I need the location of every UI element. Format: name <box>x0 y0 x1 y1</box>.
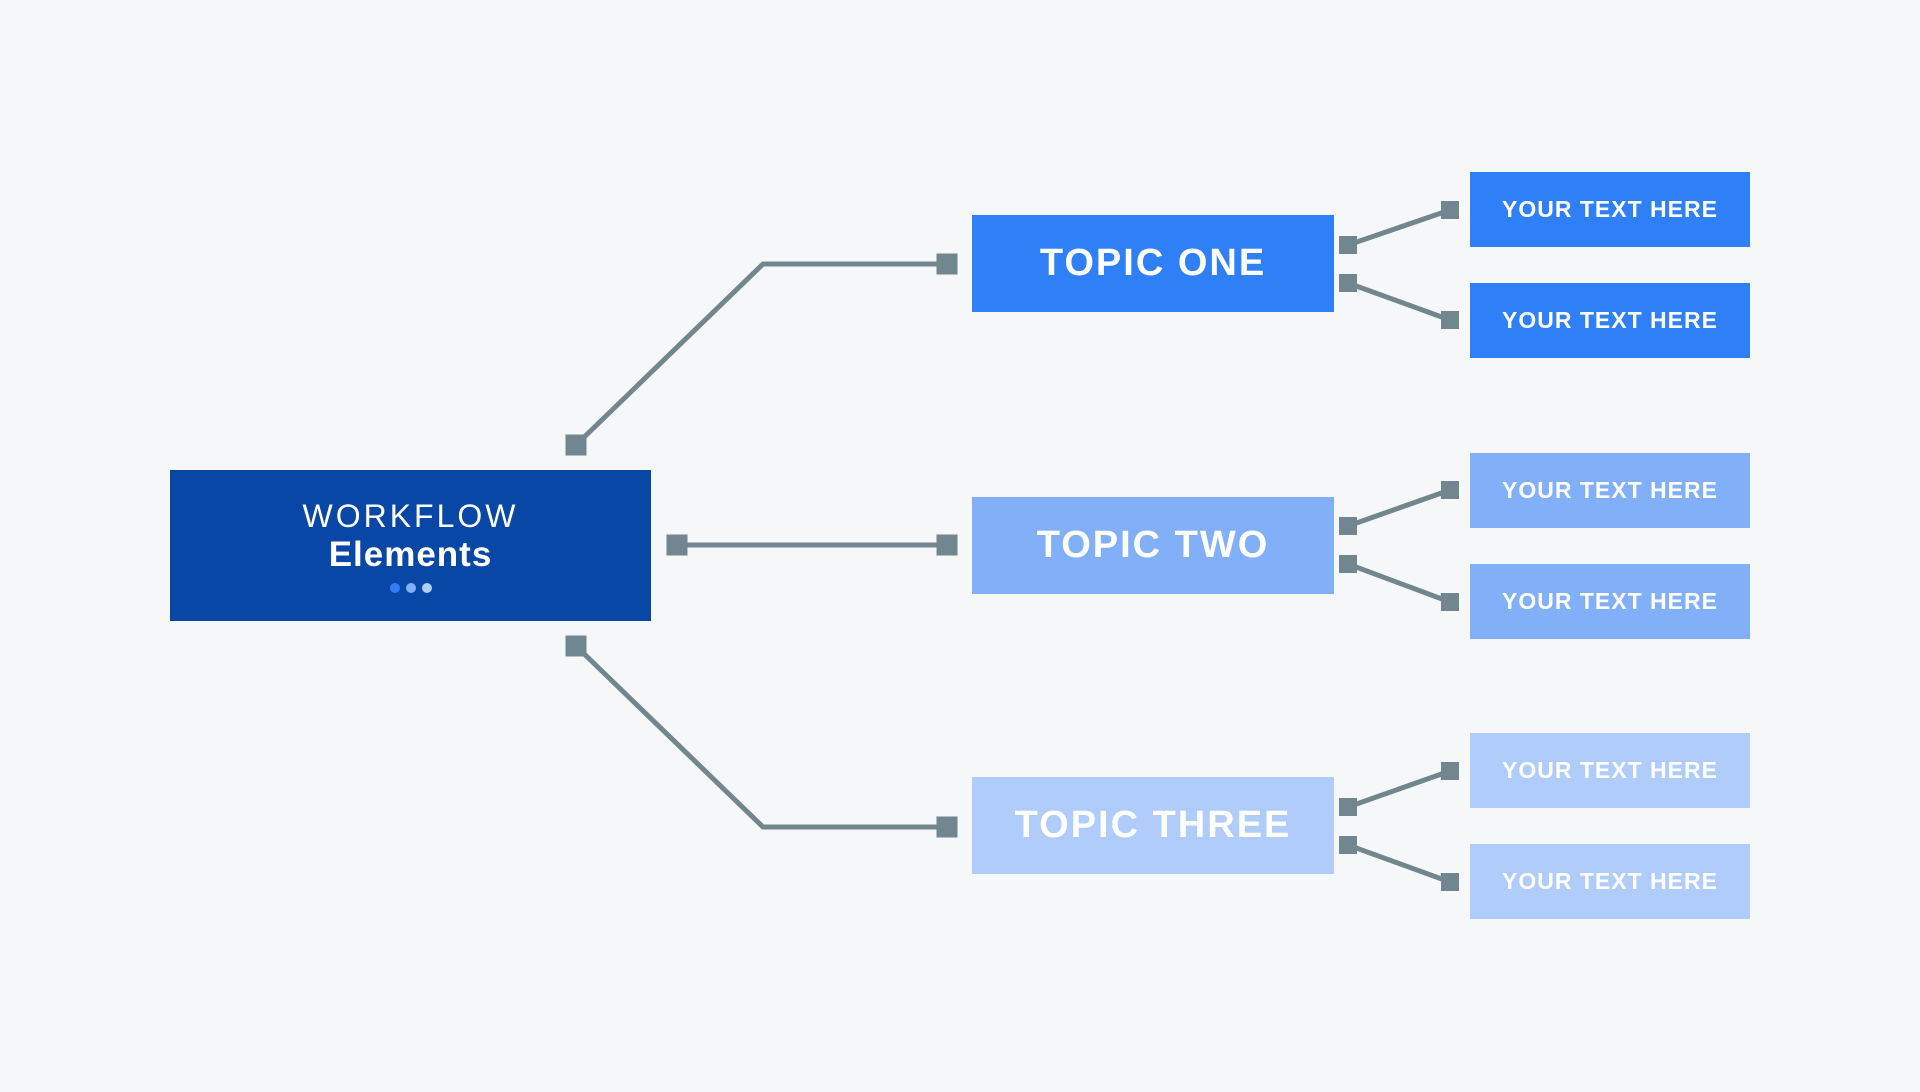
topic-two-child-node-2: YOUR TEXT HERE <box>1470 564 1750 639</box>
topic-one-node: TOPIC ONE <box>972 215 1334 312</box>
connector-endpoint-square <box>1441 762 1459 780</box>
dot-icon <box>421 582 432 593</box>
root-node-workflow-elements: WORKFLOW Elements <box>170 470 651 621</box>
connector-endpoint-square <box>1339 555 1357 573</box>
root-title: WORKFLOW <box>302 498 519 535</box>
connector-endpoint-square <box>1339 836 1357 854</box>
topic-three-node: TOPIC THREE <box>972 777 1334 874</box>
connector-topic-two-child-1 <box>1347 487 1451 529</box>
connector-topic-two-child-2 <box>1347 561 1451 605</box>
child-label: YOUR TEXT HERE <box>1502 477 1718 503</box>
child-label: YOUR TEXT HERE <box>1502 307 1718 333</box>
connector-endpoint-square <box>1339 798 1357 816</box>
connector-endpoint-square <box>1441 873 1459 891</box>
connector-endpoint-square <box>1441 201 1459 219</box>
topic-three-label: TOPIC THREE <box>1014 804 1292 846</box>
connector-topic-three-child-1 <box>1347 768 1451 810</box>
dot-icon <box>389 582 400 593</box>
connector-endpoint-square <box>936 534 958 556</box>
connector-topic-three-child-2 <box>1347 842 1451 885</box>
connector-topic-one-child-2 <box>1347 280 1451 323</box>
connector-endpoint-square <box>565 635 587 657</box>
connector-endpoint-square <box>1441 593 1459 611</box>
connector-root-to-topic-three <box>574 644 947 830</box>
child-label: YOUR TEXT HERE <box>1502 868 1718 894</box>
connector-endpoint-square <box>936 816 958 838</box>
connector-endpoint-square <box>936 253 958 275</box>
connector-root-to-topic-one <box>574 261 947 447</box>
topic-two-label: TOPIC TWO <box>1036 524 1270 566</box>
topic-three-child-node-2: YOUR TEXT HERE <box>1470 844 1750 919</box>
connector-endpoint-square <box>666 534 688 556</box>
topic-one-child-node-1: YOUR TEXT HERE <box>1470 172 1750 247</box>
child-label: YOUR TEXT HERE <box>1502 196 1718 222</box>
connector-topic-one-child-1 <box>1347 207 1451 248</box>
dot-icon <box>405 582 416 593</box>
connector-endpoint-square <box>1339 274 1357 292</box>
child-label: YOUR TEXT HERE <box>1502 588 1718 614</box>
connector-endpoint-square <box>1441 481 1459 499</box>
topic-two-child-node-1: YOUR TEXT HERE <box>1470 453 1750 528</box>
root-dots <box>389 582 432 593</box>
connector-endpoint-square <box>1339 517 1357 535</box>
topic-one-child-node-2: YOUR TEXT HERE <box>1470 283 1750 358</box>
topic-three-child-node-1: YOUR TEXT HERE <box>1470 733 1750 808</box>
topic-one-label: TOPIC ONE <box>1039 242 1267 284</box>
topic-two-node: TOPIC TWO <box>972 497 1334 594</box>
connector-endpoint-square <box>1339 236 1357 254</box>
root-subtitle: Elements <box>328 535 493 575</box>
child-label: YOUR TEXT HERE <box>1502 757 1718 783</box>
connector-endpoint-square <box>1441 311 1459 329</box>
connector-endpoint-square <box>565 434 587 456</box>
